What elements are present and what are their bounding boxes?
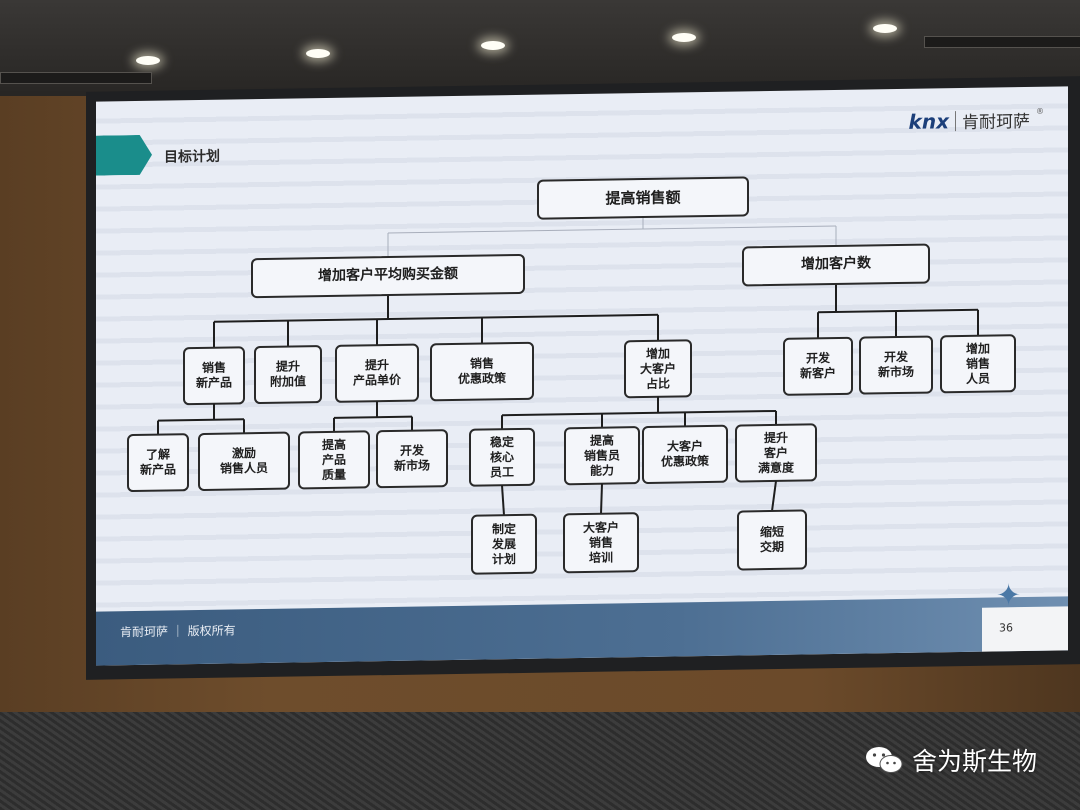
level2-node-box <box>783 336 853 396</box>
level3-node-label: 了解 新产品 <box>139 447 176 477</box>
page-number: 36 <box>999 621 1013 635</box>
level4-node-label: 大客户 销售 培训 <box>582 519 619 565</box>
ceiling-light <box>873 24 897 33</box>
level3-node-box <box>642 424 728 484</box>
level3-node-box <box>298 430 370 490</box>
ceiling-light <box>306 49 330 58</box>
level2-node-box <box>940 334 1016 394</box>
connector-line <box>502 409 776 417</box>
ceiling-light <box>136 56 160 65</box>
connector-line <box>334 415 412 419</box>
branch-node-box <box>742 243 930 287</box>
level3-node-box <box>376 429 448 489</box>
connector-line <box>771 480 777 512</box>
ceiling-vent <box>0 72 152 84</box>
level2-node-label: 增加 销售 人员 <box>965 341 990 386</box>
root-node-box <box>537 176 749 220</box>
level2-node-label: 提升 附加值 <box>269 359 306 389</box>
org-tree-connectors <box>127 176 1016 575</box>
star-icon: ✦ <box>996 578 1022 614</box>
connector-line <box>214 313 658 323</box>
ceiling-vent <box>924 36 1080 48</box>
level3-node-label: 提升 客户 满意度 <box>757 430 794 475</box>
level3-node-label: 大客户 优惠政策 <box>660 439 709 469</box>
level2-node-label: 开发 新客户 <box>799 351 836 381</box>
level3-node-label: 开发 新市场 <box>393 443 430 473</box>
level2-node-label: 增加 大客户 占比 <box>639 346 676 391</box>
level3-node-label: 激励 销售人员 <box>219 446 268 476</box>
ceiling-light <box>672 33 696 42</box>
branch-node-label: 增加客户平均购买金额 <box>318 266 458 285</box>
level4-node-label: 缩短 交期 <box>759 524 784 555</box>
level3-node-box <box>198 431 290 491</box>
level3-node-label: 提高 销售员 能力 <box>583 432 620 478</box>
level2-node-label: 销售 优惠政策 <box>457 356 506 386</box>
watermark: 舍为斯生物 <box>864 742 1037 778</box>
wechat-icon <box>866 747 903 773</box>
branch-node-label: 增加客户数 <box>801 255 871 273</box>
level2-node-label: 销售 新产品 <box>195 360 232 391</box>
branch-node-box <box>251 253 525 299</box>
level4-node-box <box>737 509 807 571</box>
connector-line <box>158 418 244 422</box>
level3-node-label: 提高 产品 质量 <box>321 437 346 482</box>
connector-line <box>388 225 836 234</box>
ceiling-light <box>481 41 505 50</box>
level2-node-box <box>254 345 322 405</box>
level4-node-label: 制定 发展 计划 <box>491 521 516 566</box>
connector-line <box>600 483 603 514</box>
level4-node-box <box>471 513 537 575</box>
root-node-label: 提高销售额 <box>605 188 681 208</box>
level2-node-box <box>430 341 534 402</box>
footer-copyright: 肯耐珂萨 ｜ 版权所有 <box>120 623 236 640</box>
level2-node-box <box>859 335 933 395</box>
level3-node-box <box>127 433 189 493</box>
watermark-text: 舍为斯生物 <box>912 747 1038 776</box>
ceiling <box>0 0 1080 100</box>
level3-node-label: 稳定 核心 员工 <box>489 434 514 479</box>
connector-line <box>818 308 978 314</box>
level2-node-label: 开发 新市场 <box>877 349 914 380</box>
projected-slide: 目标计划 knx 肯耐珂萨 ® 提高销售额增加客户平均购买金额销售 新产品了解 … <box>96 86 1068 666</box>
connector-line <box>501 485 505 516</box>
level2-node-label: 提升 产品单价 <box>352 358 401 388</box>
level4-node-box <box>563 512 639 574</box>
